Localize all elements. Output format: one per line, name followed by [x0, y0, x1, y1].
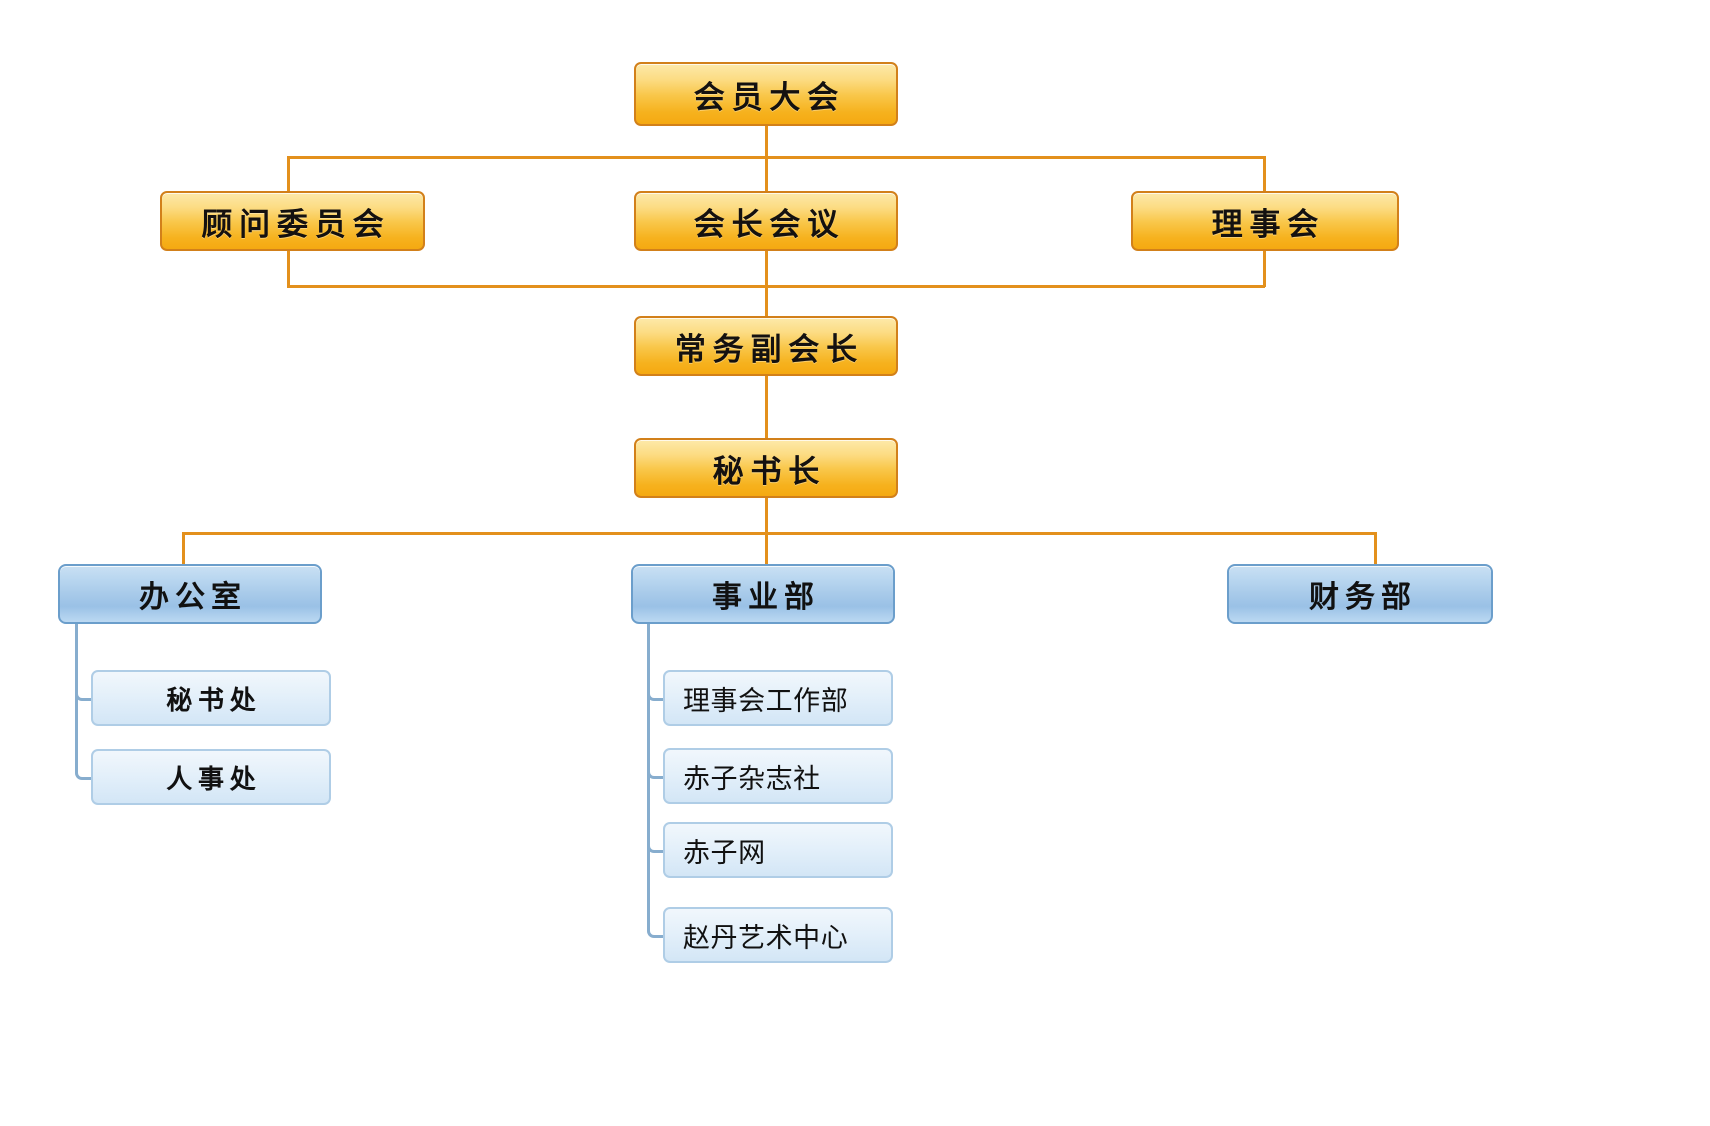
connector-business-spine [647, 622, 650, 696]
node-office-child-secretariat[interactable]: 秘书处 [91, 670, 331, 726]
connector-assembly-stem [765, 125, 768, 158]
connector-row2-lower-bus [287, 285, 1265, 288]
connector-to-advisory [287, 156, 290, 193]
connector-office-child-2 [75, 678, 96, 780]
node-assembly[interactable]: 会员大会 [634, 62, 898, 126]
connector-to-president-meeting [765, 156, 768, 193]
node-business-child-chizi-magazine[interactable]: 赤子杂志社 [663, 748, 893, 804]
node-business-child-zhaodan-art-center[interactable]: 赵丹艺术中心 [663, 907, 893, 963]
connector-to-council [1263, 156, 1266, 193]
node-president-meeting[interactable]: 会长会议 [634, 191, 898, 251]
node-office[interactable]: 办公室 [58, 564, 322, 624]
connector-to-office [182, 532, 185, 566]
node-business-dept[interactable]: 事业部 [631, 564, 895, 624]
connector-business-child-4 [647, 678, 668, 938]
node-business-child-council-work[interactable]: 理事会工作部 [663, 670, 893, 726]
node-office-child-personnel[interactable]: 人事处 [91, 749, 331, 805]
connector-council-down [1263, 249, 1266, 287]
node-executive-vice-president[interactable]: 常务副会长 [634, 316, 898, 376]
connector-to-finance [1374, 532, 1377, 566]
connector-dept-bus [182, 532, 1377, 535]
node-secretary-general[interactable]: 秘书长 [634, 438, 898, 498]
node-finance-dept[interactable]: 财务部 [1227, 564, 1493, 624]
connector-president-to-execvp [765, 249, 768, 317]
connector-row2-bus [287, 156, 1265, 159]
node-council[interactable]: 理事会 [1131, 191, 1399, 251]
node-business-child-chizi-web[interactable]: 赤子网 [663, 822, 893, 878]
connector-execvp-to-secgen [765, 376, 768, 438]
node-advisory-committee[interactable]: 顾问委员会 [160, 191, 425, 251]
connector-advisory-down [287, 249, 290, 287]
connector-office-spine [75, 622, 78, 696]
